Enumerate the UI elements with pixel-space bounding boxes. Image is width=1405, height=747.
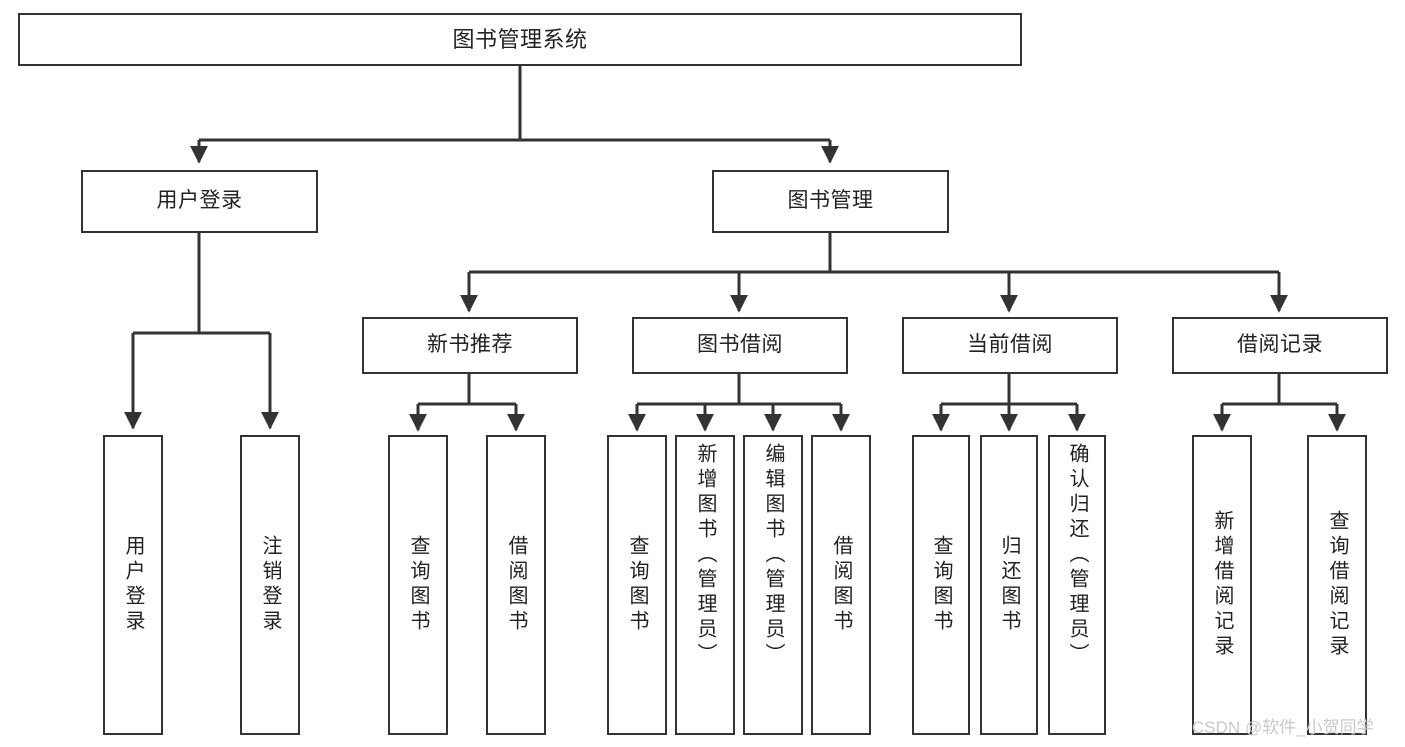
leaf-user-login-login[interactable]: 用户登录 (103, 435, 163, 735)
node-book-borrow[interactable]: 图书借阅 (632, 317, 848, 374)
leaf-book-borrow-borrow-label: 借阅图书 (830, 535, 852, 635)
leaf-user-login-logout[interactable]: 注销登录 (240, 435, 300, 735)
leaf-book-borrow-borrow[interactable]: 借阅图书 (811, 435, 871, 735)
node-user-login-label: 用户登录 (156, 189, 243, 213)
leaf-book-borrow-edit-label: 编辑图书（管理员） (762, 443, 784, 668)
leaf-borrow-record-add[interactable]: 新增借阅记录 (1192, 435, 1252, 735)
node-user-login[interactable]: 用户登录 (81, 170, 318, 233)
leaf-book-borrow-edit[interactable]: 编辑图书（管理员） (743, 435, 803, 735)
node-new-book-recommend[interactable]: 新书推荐 (362, 317, 578, 374)
leaf-current-borrow-confirm-return-label: 确认归还（管理员） (1066, 443, 1088, 668)
leaf-book-borrow-query-label: 查询图书 (626, 535, 648, 635)
leaf-new-book-borrow[interactable]: 借阅图书 (486, 435, 546, 735)
node-current-borrow-label: 当前借阅 (967, 333, 1053, 357)
node-root-label: 图书管理系统 (452, 26, 588, 52)
leaf-book-borrow-query[interactable]: 查询图书 (607, 435, 667, 735)
node-current-borrow[interactable]: 当前借阅 (902, 317, 1118, 374)
leaf-user-login-logout-label: 注销登录 (259, 535, 281, 635)
leaf-current-borrow-return-label: 归还图书 (998, 535, 1020, 635)
leaf-new-book-borrow-label: 借阅图书 (505, 535, 527, 635)
leaf-book-borrow-add-label: 新增图书（管理员） (694, 443, 716, 668)
leaf-current-borrow-confirm-return[interactable]: 确认归还（管理员） (1048, 435, 1106, 735)
leaf-current-borrow-query-label: 查询图书 (930, 535, 952, 635)
node-borrow-record-label: 借阅记录 (1237, 333, 1323, 357)
node-borrow-record[interactable]: 借阅记录 (1172, 317, 1388, 374)
node-new-book-recommend-label: 新书推荐 (427, 333, 513, 357)
leaf-borrow-record-query[interactable]: 查询借阅记录 (1307, 435, 1367, 735)
leaf-new-book-query[interactable]: 查询图书 (388, 435, 448, 735)
leaf-current-borrow-query[interactable]: 查询图书 (912, 435, 970, 735)
node-root[interactable]: 图书管理系统 (18, 13, 1022, 66)
leaf-user-login-login-label: 用户登录 (122, 535, 144, 635)
leaf-book-borrow-add[interactable]: 新增图书（管理员） (675, 435, 735, 735)
node-book-management[interactable]: 图书管理 (712, 170, 949, 233)
leaf-borrow-record-add-label: 新增借阅记录 (1211, 510, 1233, 660)
leaf-current-borrow-return[interactable]: 归还图书 (980, 435, 1038, 735)
node-book-borrow-label: 图书借阅 (697, 333, 783, 357)
node-book-management-label: 图书管理 (787, 189, 874, 213)
leaf-new-book-query-label: 查询图书 (407, 535, 429, 635)
leaf-borrow-record-query-label: 查询借阅记录 (1326, 510, 1348, 660)
watermark: CSDN @软件_小贺同学 (1192, 718, 1374, 737)
